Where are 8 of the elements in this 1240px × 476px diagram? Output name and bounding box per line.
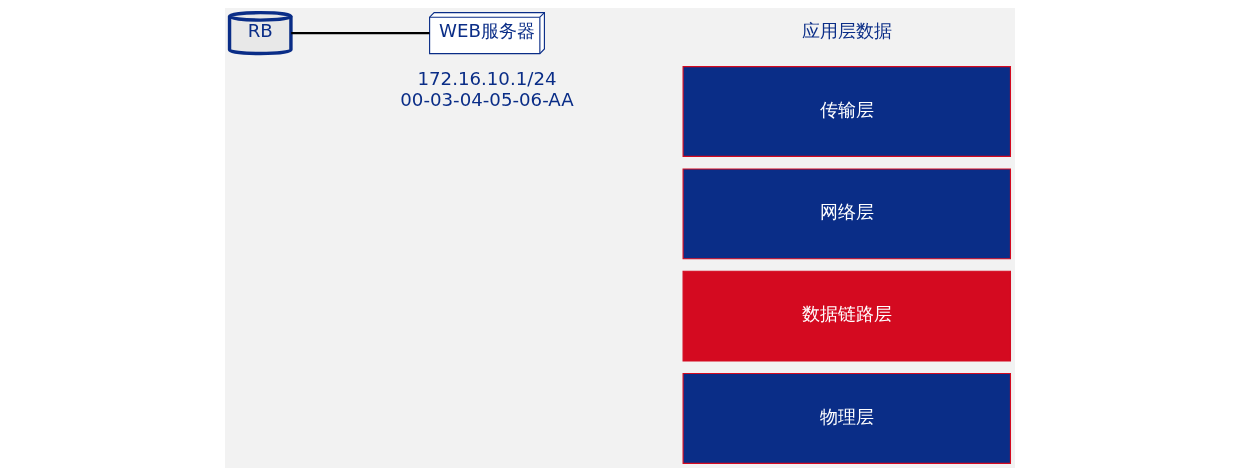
node-box: 数据链路层	[682, 270, 1012, 362]
label: 应用层数据	[801, 20, 892, 42]
node-label: 172.16.10.1/24	[417, 68, 557, 90]
node-box: 网络层	[682, 168, 1012, 260]
node-box: 物理层	[682, 373, 1012, 464]
node-box: 传输层	[682, 66, 1012, 157]
connector	[291, 31, 430, 35]
node-label: 00-03-04-05-06-AA	[400, 88, 574, 110]
